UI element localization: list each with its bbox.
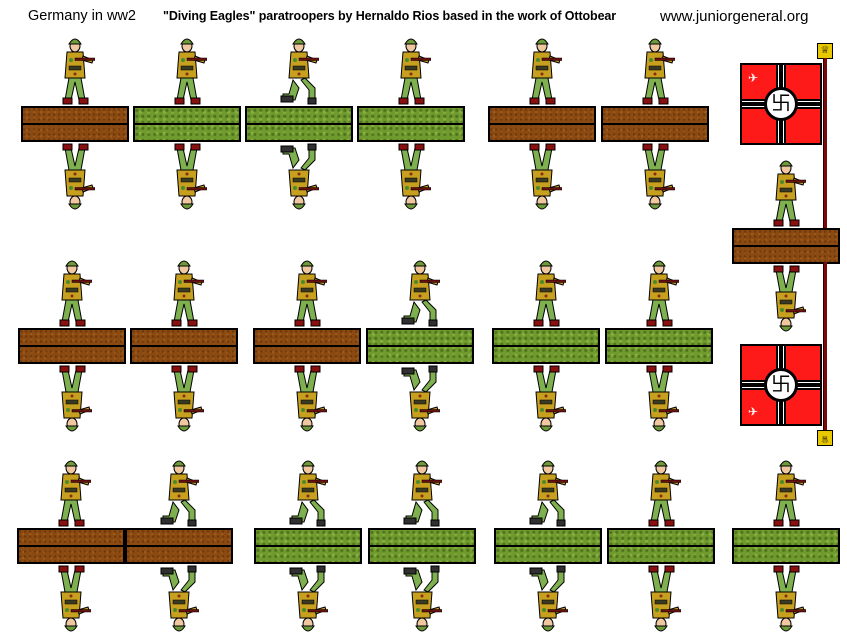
soldier-mirror-icon xyxy=(55,142,96,218)
soldier-mirror-icon xyxy=(52,364,93,440)
soldier-mirror-icon xyxy=(635,142,676,218)
credit-text: "Diving Eagles" paratroopers by Hernaldo… xyxy=(163,9,617,23)
eagle-canton-icon: ✈ xyxy=(748,404,759,418)
soldier-icon xyxy=(766,452,807,528)
green-base[interactable] xyxy=(492,328,600,364)
soldier-mirror-icon xyxy=(159,564,200,640)
flag-emblem-icon: 卐 xyxy=(764,87,798,121)
brown-base[interactable] xyxy=(125,528,233,564)
brown-base[interactable] xyxy=(130,328,238,364)
green-base[interactable] xyxy=(605,328,713,364)
soldier-icon xyxy=(287,252,328,328)
soldier-icon xyxy=(526,252,567,328)
soldier-icon xyxy=(288,452,329,528)
soldier-mirror-icon xyxy=(766,564,807,640)
eagle-finial-icon: ♕ xyxy=(817,43,833,59)
flag-pole-bottom xyxy=(823,262,827,434)
soldier-mirror-icon xyxy=(522,142,563,218)
soldier-mirror-icon xyxy=(402,564,443,640)
brown-base[interactable] xyxy=(253,328,361,364)
green-base[interactable] xyxy=(133,106,241,142)
soldier-icon xyxy=(635,30,676,106)
eagle-canton-icon: ✈ xyxy=(748,71,759,85)
site-url[interactable]: www.juniorgeneral.org xyxy=(660,8,809,25)
soldier-icon xyxy=(159,452,200,528)
green-base[interactable] xyxy=(732,528,840,564)
green-base[interactable] xyxy=(254,528,362,564)
soldier-icon xyxy=(279,30,320,106)
soldier-icon xyxy=(402,452,443,528)
soldier-mirror-icon xyxy=(279,142,320,218)
soldier-icon xyxy=(52,252,93,328)
soldier-mirror-icon xyxy=(164,364,205,440)
soldier-icon xyxy=(528,452,569,528)
soldier-icon xyxy=(400,252,441,328)
soldier-icon xyxy=(639,252,680,328)
soldier-mirror-icon xyxy=(526,364,567,440)
flag-top: 卐 ✈ xyxy=(740,63,822,145)
soldier-mirror-icon xyxy=(528,564,569,640)
flag-bearer-base[interactable] xyxy=(732,228,840,264)
soldier-mirror-icon xyxy=(391,142,432,218)
soldier-icon xyxy=(391,30,432,106)
soldier-mirror-icon xyxy=(287,364,328,440)
soldier-mirror-icon xyxy=(400,364,441,440)
flag-emblem-icon: 卐 xyxy=(764,368,798,402)
soldier-mirror-icon xyxy=(641,564,682,640)
brown-base[interactable] xyxy=(18,328,126,364)
brown-base[interactable] xyxy=(17,528,125,564)
soldier-mirror-icon xyxy=(639,364,680,440)
soldier-icon xyxy=(51,452,92,528)
soldier-icon xyxy=(55,30,96,106)
soldier-icon xyxy=(164,252,205,328)
soldier-mirror-icon xyxy=(766,264,807,340)
green-base[interactable] xyxy=(357,106,465,142)
brown-base[interactable] xyxy=(601,106,709,142)
soldier-mirror-icon xyxy=(288,564,329,640)
eagle-finial-icon: ♕ xyxy=(817,430,833,446)
brown-base[interactable] xyxy=(21,106,129,142)
green-base[interactable] xyxy=(607,528,715,564)
green-base[interactable] xyxy=(368,528,476,564)
green-base[interactable] xyxy=(366,328,474,364)
soldier-icon xyxy=(641,452,682,528)
soldier-icon xyxy=(522,30,563,106)
flag-pole-top xyxy=(823,58,827,230)
soldier-icon xyxy=(766,152,807,228)
soldier-icon xyxy=(167,30,208,106)
soldier-mirror-icon xyxy=(51,564,92,640)
green-base[interactable] xyxy=(494,528,602,564)
flag-bottom: 卐 ✈ xyxy=(740,344,822,426)
brown-base[interactable] xyxy=(488,106,596,142)
soldier-mirror-icon xyxy=(167,142,208,218)
green-base[interactable] xyxy=(245,106,353,142)
page-title: Germany in ww2 xyxy=(28,8,136,24)
